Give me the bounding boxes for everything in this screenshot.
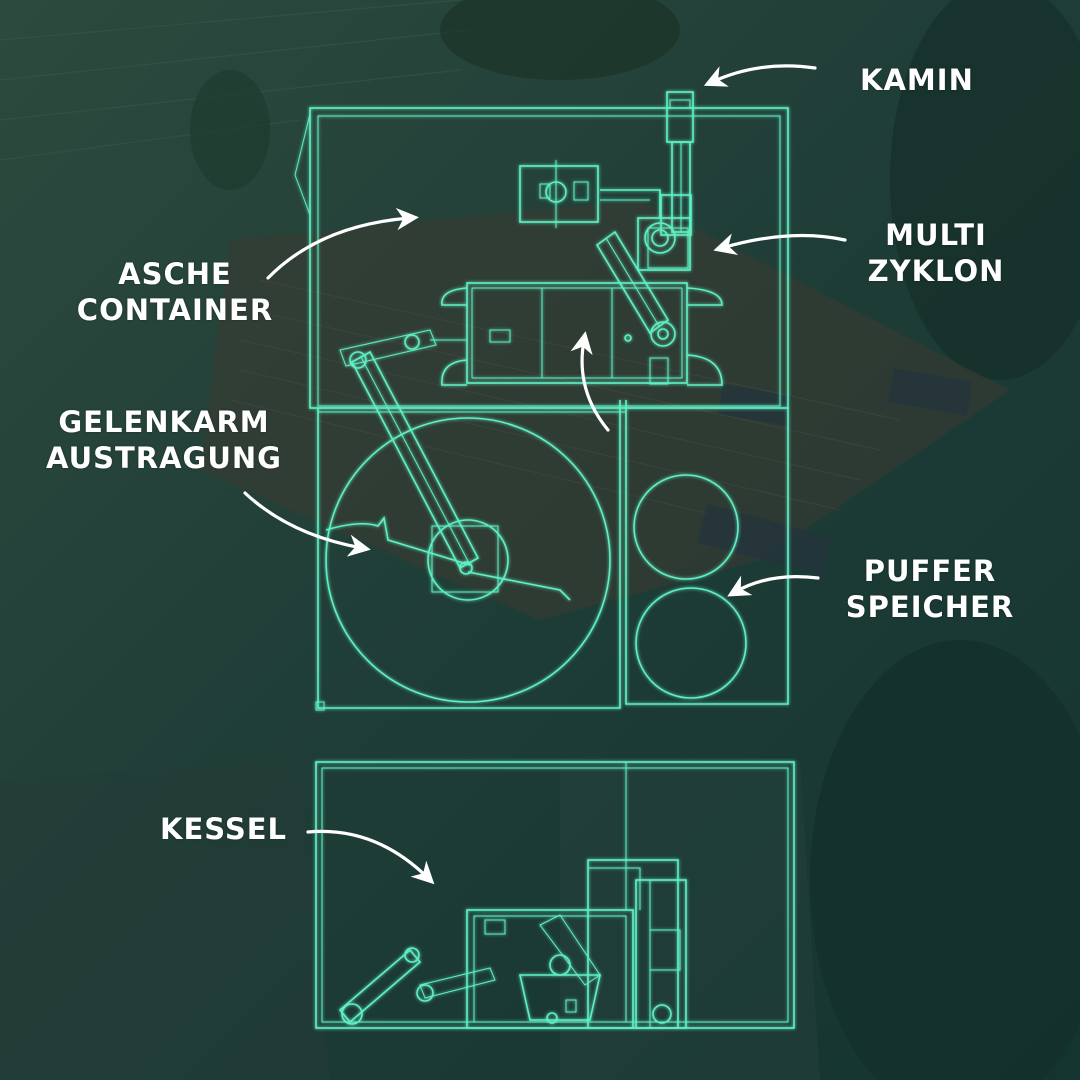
label-kamin-text: KAMIN xyxy=(860,63,974,97)
label-kessel-text: KESSEL xyxy=(160,812,288,846)
label-gelenkarm-line1: GELENKARM xyxy=(58,405,270,439)
upper-room-outline xyxy=(294,107,789,711)
multizyklon xyxy=(519,160,691,347)
label-multi-zyklon-line2: ZYKLON xyxy=(867,254,1005,288)
arrow-multi-zyklon xyxy=(713,233,847,255)
label-asche-container-line2: CONTAINER xyxy=(76,293,274,327)
arrow-kamin xyxy=(703,64,817,87)
kamin-chimney xyxy=(660,91,694,236)
label-asche-container-line1: ASCHE xyxy=(118,257,232,291)
kessel-boiler xyxy=(338,859,687,1029)
arrow-puffer xyxy=(727,575,820,597)
label-puffer-line2: SPEICHER xyxy=(845,590,1015,624)
label-gelenkarm-line2: AUSTRAGUNG xyxy=(46,441,282,475)
label-kamin: KAMIN xyxy=(860,62,974,98)
puffer-speicher-tanks xyxy=(633,474,747,699)
arrow-container-bin xyxy=(570,331,610,432)
label-asche-container: ASCHE CONTAINER xyxy=(70,256,280,328)
asche-container-drawing xyxy=(430,282,723,386)
label-multi-zyklon: MULTI ZYKLON xyxy=(866,217,1006,289)
blueprint-drawing xyxy=(294,91,795,1029)
arrow-asche-container xyxy=(266,207,419,280)
label-puffer-line1: PUFFER xyxy=(863,554,997,588)
arrow-kessel xyxy=(306,829,435,885)
arrow-gelenkarm xyxy=(243,491,371,557)
label-kessel: KESSEL xyxy=(160,811,287,847)
label-puffer: PUFFER SPEICHER xyxy=(845,553,1015,625)
annotation-arrows xyxy=(243,64,847,885)
label-multi-zyklon-line1: MULTI xyxy=(885,218,987,252)
gelenkarm-silo xyxy=(325,329,611,703)
label-gelenkarm: GELENKARM AUSTRAGUNG xyxy=(44,404,284,476)
